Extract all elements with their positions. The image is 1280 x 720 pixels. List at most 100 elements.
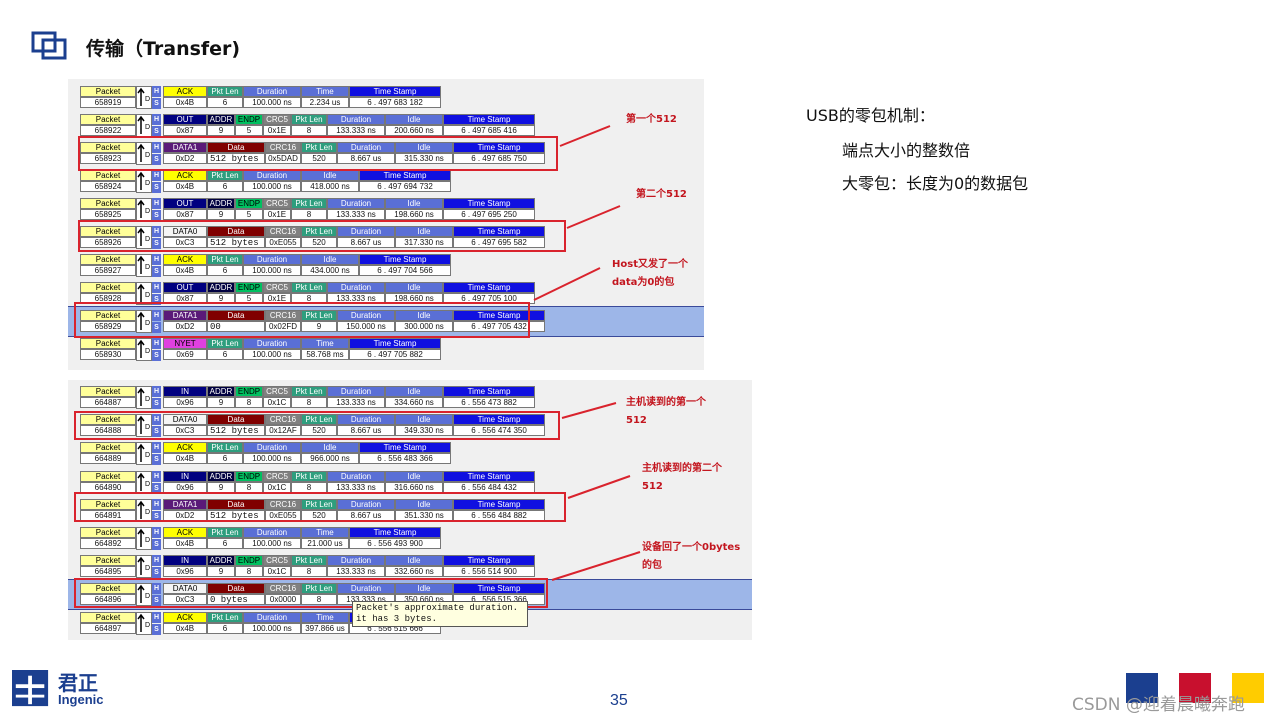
direction-arrow-icon: D <box>136 386 152 409</box>
field-value: 100.000 ns <box>243 265 301 276</box>
highlight-box-zero-bytes <box>74 578 548 608</box>
direction-arrow-icon: D <box>136 555 152 579</box>
field-header: IN <box>163 386 207 397</box>
annotation-read-second-1: 主机读到的第二个 <box>642 463 722 474</box>
field-header: ENDP <box>235 555 263 567</box>
field-header: Duration <box>243 338 301 349</box>
field-header: ADDR <box>207 114 235 125</box>
field-header: Duration <box>327 282 385 293</box>
field-header: Duration <box>243 254 301 265</box>
direction-arrow-icon: D <box>136 611 152 635</box>
field-header: Time Stamp <box>443 114 535 125</box>
field-value: 664889 <box>80 453 136 465</box>
field-value: 349.330 ns <box>395 425 453 437</box>
field-header: CRC5 <box>263 282 291 293</box>
svg-text:D: D <box>145 236 150 243</box>
logo-text-en: Ingenic <box>58 692 104 707</box>
field-header: ACK <box>163 442 207 454</box>
field-value: 9 <box>301 321 337 332</box>
field-header: Duration <box>243 86 301 97</box>
direction-arrow-icon: D <box>136 498 152 522</box>
highlight-box-first-512 <box>78 136 558 171</box>
field-header: ACK <box>163 86 207 97</box>
field-value: 6 . 556 514 900 <box>443 566 535 578</box>
field-header: Time Stamp <box>453 498 545 510</box>
field-value: 664892 <box>80 538 136 549</box>
field-value: 0x02FD <box>265 321 301 332</box>
field-header: Duration <box>337 583 395 595</box>
brand-squares-icon <box>1126 673 1264 703</box>
field-value: 6 . 556 473 882 <box>443 397 535 408</box>
hs-h-icon: H <box>152 114 161 125</box>
explanation-item: 端点大小的整数倍 <box>842 141 971 160</box>
field-header: Packet <box>80 142 136 153</box>
field-value: 0xD2 <box>163 321 207 332</box>
field-value: 6 . 497 705 882 <box>349 349 441 360</box>
field-header: Time Stamp <box>359 442 451 454</box>
field-value: 0x96 <box>163 397 207 408</box>
field-value: 8 <box>291 125 327 136</box>
hs-s-icon: S <box>152 623 161 635</box>
field-value: 100.000 ns <box>243 538 301 549</box>
field-header: Data <box>207 310 265 321</box>
page-number: 35 <box>610 692 628 709</box>
field-header: Time Stamp <box>453 414 545 426</box>
field-value: 0xC3 <box>163 237 207 248</box>
ingenic-logo-icon <box>12 670 49 707</box>
field-header: Duration <box>243 170 301 181</box>
hs-s-icon: S <box>152 266 161 277</box>
svg-text:D: D <box>145 292 150 299</box>
field-header: ACK <box>163 611 207 623</box>
field-value: 664895 <box>80 566 136 578</box>
field-value: 334.660 ns <box>385 397 443 408</box>
field-header: Pkt Len <box>207 254 243 265</box>
field-header: Idle <box>385 470 443 482</box>
field-header: Pkt Len <box>207 338 243 349</box>
field-value: 317.330 ns <box>395 237 453 248</box>
field-value: 6 <box>207 349 243 360</box>
hs-h-icon: H <box>152 198 161 209</box>
field-value: 5 <box>235 125 263 136</box>
field-header: Pkt Len <box>291 198 327 209</box>
field-header: Packet <box>80 527 136 538</box>
field-header: CRC16 <box>265 310 301 321</box>
field-header: ACK <box>163 527 207 538</box>
annotation-read-first-2: 512 <box>626 415 647 426</box>
field-value: 0x4B <box>163 622 207 634</box>
field-header: Duration <box>337 414 395 426</box>
field-header: Duration <box>243 442 301 454</box>
hs-s-icon: S <box>152 210 161 221</box>
field-header: Packet <box>80 310 136 321</box>
field-header: Pkt Len <box>291 386 327 397</box>
field-value: 0x1C <box>263 481 291 493</box>
